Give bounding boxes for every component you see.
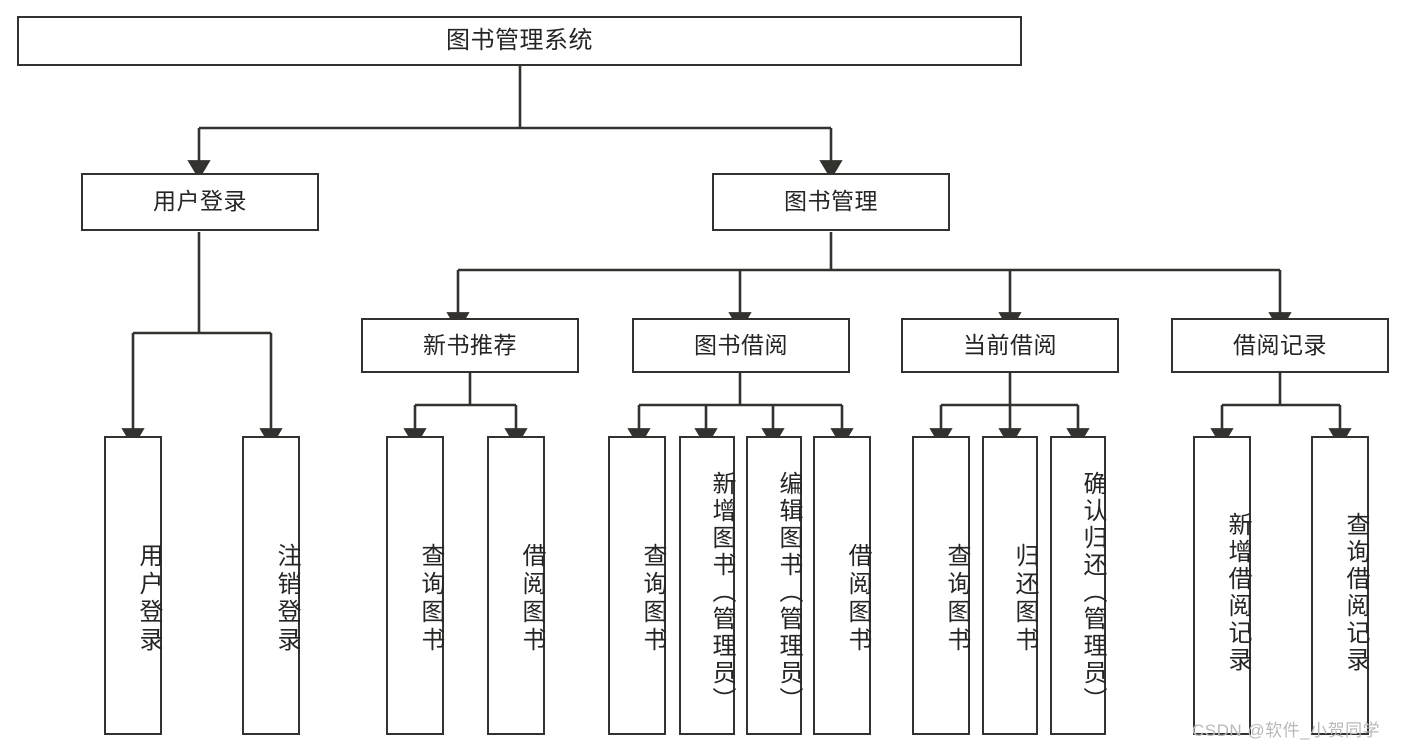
leaf-confirm-return-admin[interactable]: 确认归还（管理员）: [1050, 436, 1106, 735]
leaf-query-borrow-record[interactable]: 查询借阅记录: [1311, 436, 1369, 735]
node-borrow-record[interactable]: 借阅记录: [1171, 318, 1389, 373]
leaf-query-book-current[interactable]: 查询图书: [912, 436, 970, 735]
node-book-management[interactable]: 图书管理: [712, 173, 950, 231]
leaf-edit-book-admin[interactable]: 编辑图书（管理员）: [746, 436, 802, 735]
leaf-query-book-borrow[interactable]: 查询图书: [608, 436, 666, 735]
leaf-add-borrow-record[interactable]: 新增借阅记录: [1193, 436, 1251, 735]
leaf-logout[interactable]: 注销登录: [242, 436, 300, 735]
node-root-system[interactable]: 图书管理系统: [17, 16, 1022, 66]
leaf-query-book-recommend[interactable]: 查询图书: [386, 436, 444, 735]
node-new-book-recommend[interactable]: 新书推荐: [361, 318, 579, 373]
leaf-user-login[interactable]: 用户登录: [104, 436, 162, 735]
node-current-borrow[interactable]: 当前借阅: [901, 318, 1119, 373]
node-user-login[interactable]: 用户登录: [81, 173, 319, 231]
leaf-add-book-admin[interactable]: 新增图书（管理员）: [679, 436, 735, 735]
node-book-borrow[interactable]: 图书借阅: [632, 318, 850, 373]
leaf-borrow-book[interactable]: 借阅图书: [813, 436, 871, 735]
csdn-watermark: CSDN @软件_小贺同学: [1192, 721, 1381, 740]
leaf-borrow-book-recommend[interactable]: 借阅图书: [487, 436, 545, 735]
leaf-return-book[interactable]: 归还图书: [982, 436, 1038, 735]
